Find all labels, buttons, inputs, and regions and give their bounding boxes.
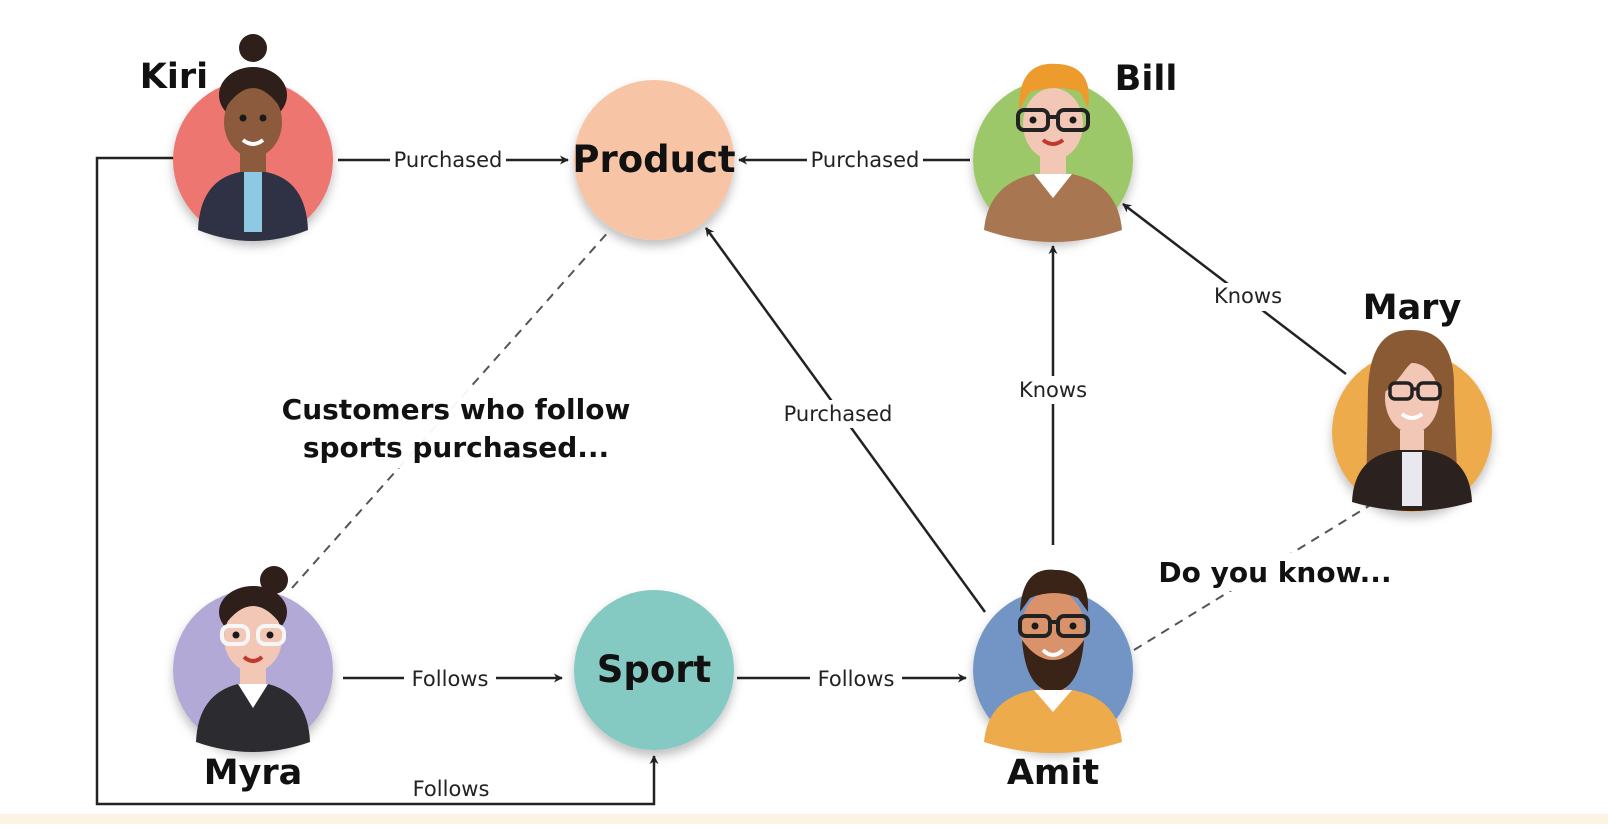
person-myra: Myra bbox=[173, 566, 333, 793]
edge-label-kiri-product: Purchased bbox=[394, 148, 503, 172]
person-myra-name: Myra bbox=[204, 753, 303, 793]
dashed-amit-mary bbox=[1133, 503, 1373, 651]
node-sport: Sport bbox=[574, 590, 734, 750]
person-bill: Bill bbox=[973, 59, 1177, 242]
annotation-customers-line1: Customers who follow bbox=[282, 393, 631, 426]
edge-label-sport-amit: Follows bbox=[818, 667, 895, 691]
kiri-avatar-icon bbox=[198, 34, 308, 241]
edge-label-amit-product: Purchased bbox=[784, 402, 893, 426]
edge-label-group: Purchased Purchased Purchased Knows Know… bbox=[390, 146, 1285, 802]
edge-label-bill-product: Purchased bbox=[811, 148, 920, 172]
edge-label-kiri-sport: Follows bbox=[413, 777, 490, 801]
person-amit-name: Amit bbox=[1007, 753, 1099, 793]
edge-label-amit-bill: Knows bbox=[1019, 378, 1087, 402]
node-product: Product bbox=[572, 80, 736, 240]
node-product-label: Product bbox=[572, 138, 735, 181]
person-kiri: Kiri bbox=[140, 34, 333, 241]
person-mary: Mary bbox=[1332, 288, 1492, 512]
myra-avatar-icon bbox=[196, 566, 310, 752]
node-sport-label: Sport bbox=[597, 648, 712, 691]
person-mary-name: Mary bbox=[1363, 288, 1462, 328]
annotation-customers-line2: sports purchased... bbox=[303, 431, 609, 464]
mary-avatar-icon bbox=[1352, 329, 1472, 511]
bill-avatar-icon bbox=[984, 63, 1122, 242]
person-amit: Amit bbox=[973, 569, 1133, 793]
bottom-strip bbox=[0, 814, 1608, 824]
edge-kiri-sport bbox=[95, 156, 659, 806]
person-kiri-name: Kiri bbox=[140, 57, 208, 97]
annotation-do-you-know: Do you know... bbox=[1158, 556, 1391, 589]
edge-label-mary-bill: Knows bbox=[1214, 284, 1282, 308]
edge-label-myra-sport: Follows bbox=[412, 667, 489, 691]
amit-avatar-icon bbox=[984, 569, 1122, 753]
person-bill-name: Bill bbox=[1115, 59, 1178, 99]
